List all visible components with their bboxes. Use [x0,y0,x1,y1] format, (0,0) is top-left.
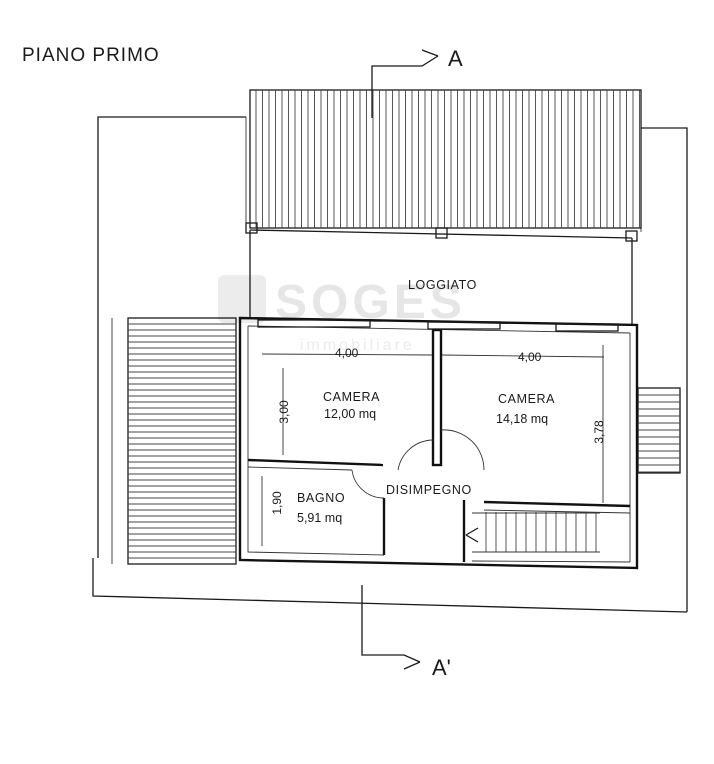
apartment-walls [238,316,639,570]
camera-left-label: CAMERA [323,390,380,404]
bagno-door-swing [351,469,385,499]
section-mark-bottom: A' [361,585,451,680]
plan-title: PIANO PRIMO [22,45,160,66]
building-outline [92,116,688,613]
external-stair-right [637,387,681,474]
loggiato-label: LOGGIATO [408,278,477,292]
section-mark-top: A [371,46,463,118]
interior-partitions [247,319,631,562]
camera-right-depth-dim: 3,78 [592,420,606,444]
loggiato-area: LOGGIATO [245,222,638,325]
loggiato-column-left [245,222,258,234]
disimpegno-label: DISIMPEGNO [386,483,472,497]
camera-right-area: 14,18 mq [496,412,548,426]
loggiato-column-center [435,227,448,239]
roof-hatch-top [249,89,642,229]
bagno-area: 5,91 mq [297,511,342,525]
camera-left-door-swing [397,439,434,471]
section-mark-top-label: A [448,46,463,71]
watermark-logo-icon [218,275,266,323]
dimension-lines: 4,00 4,00 3,00 3,78 1,90 [261,345,606,546]
camera-left-depth-dim: 3,00 [277,400,291,424]
bagno-label: BAGNO [297,491,345,505]
section-mark-bottom-label: A' [432,655,451,680]
camera-right-width-dim: 4,00 [518,350,542,364]
camera-left-width-dim: 4,00 [335,346,359,360]
camera-right-label: CAMERA [498,392,555,406]
room-labels: CAMERA 12,00 mq CAMERA 14,18 mq BAGNO 5,… [297,390,555,525]
camera-left-area: 12,00 mq [324,407,376,421]
bagno-depth-dim: 1,90 [270,491,284,515]
camera-right-door-swing [440,429,485,471]
roof-hatch-left [111,317,237,565]
loggiato-column-right [625,230,638,242]
watermark-subtitle: immobiliare [300,337,415,354]
